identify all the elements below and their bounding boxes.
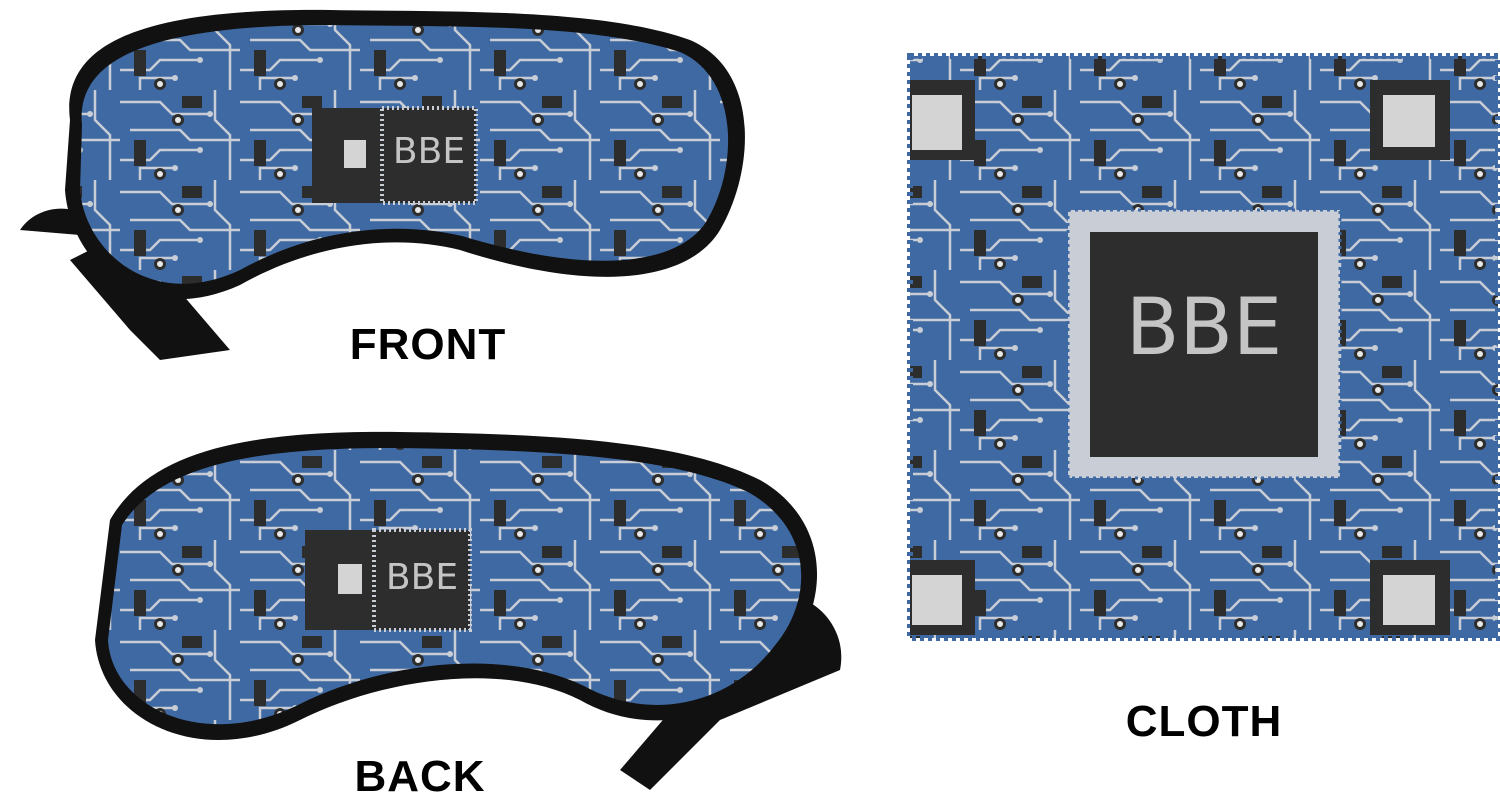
- front-monogram: BBE: [393, 131, 465, 172]
- front-case: BBE: [20, 9, 745, 360]
- back-label: BACK: [354, 752, 486, 801]
- back-monogram: BBE: [386, 557, 458, 598]
- cloth-label: CLOTH: [1125, 697, 1283, 746]
- front-label: FRONT: [349, 320, 507, 369]
- cloth-monogram: BBE: [1126, 283, 1282, 373]
- cleaning-cloth: BBE: [907, 53, 1500, 641]
- back-case: BBE: [95, 431, 842, 790]
